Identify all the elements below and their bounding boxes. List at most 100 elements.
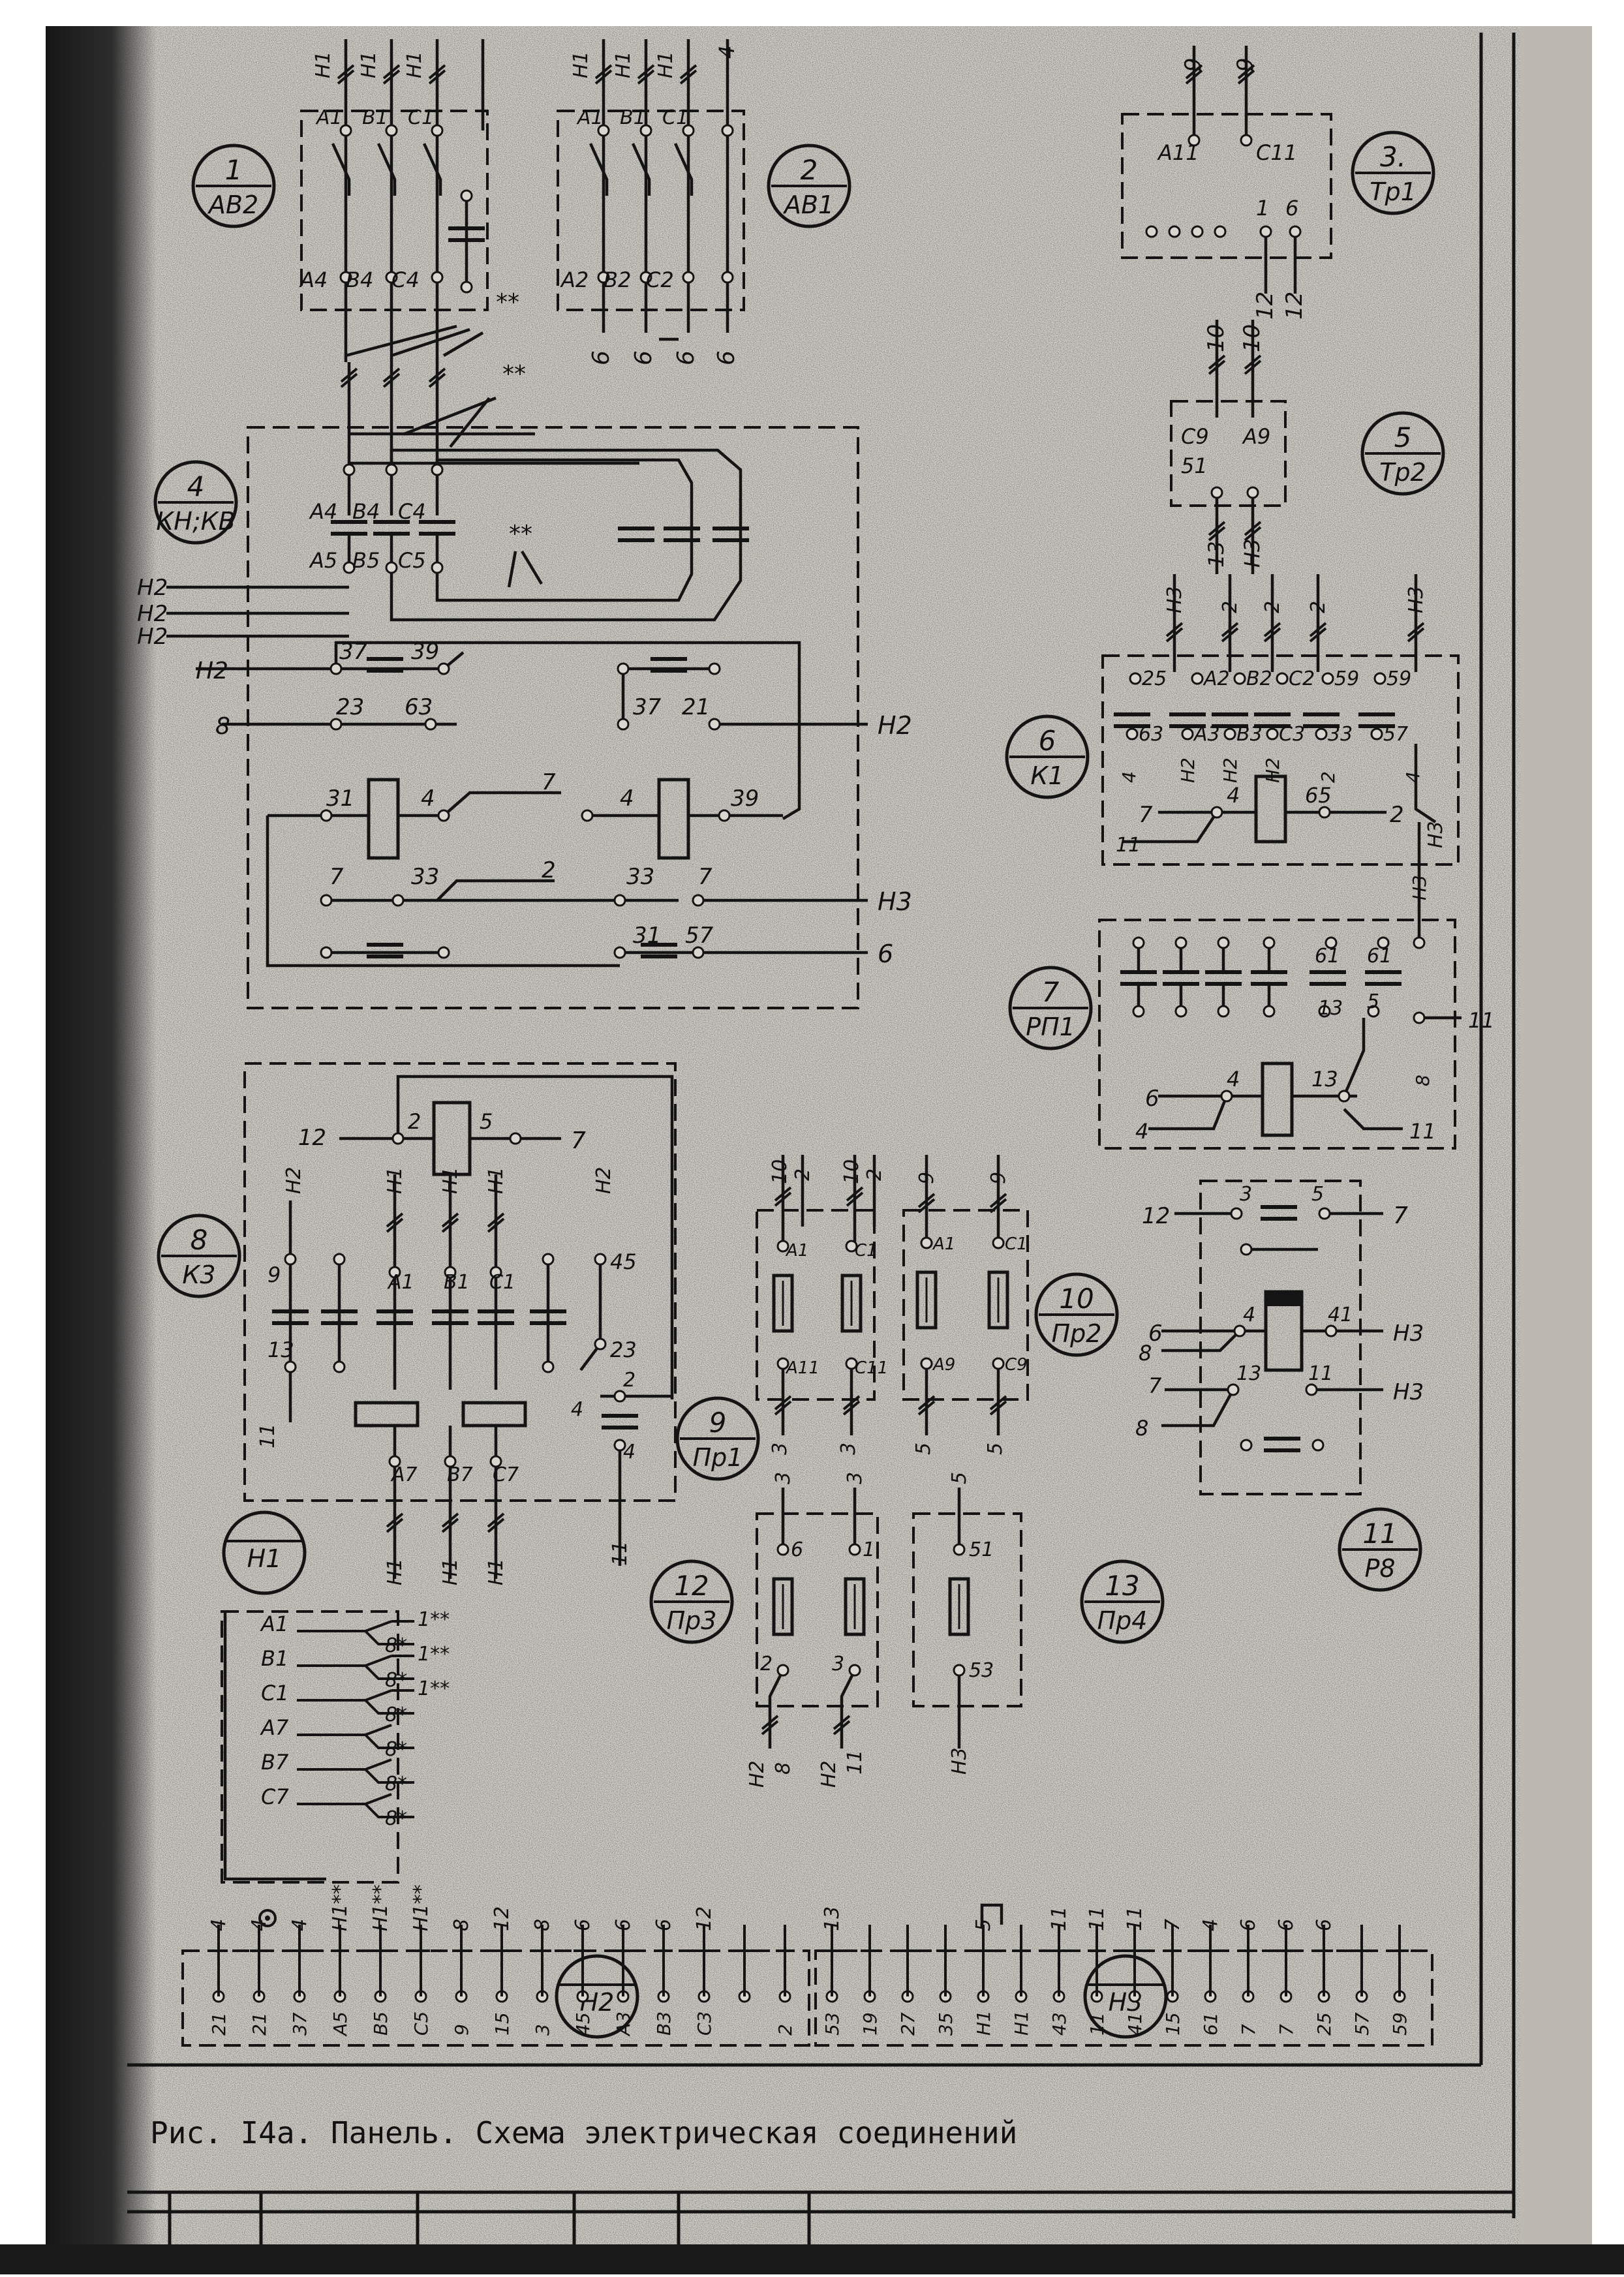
wire-mark bbox=[441, 1212, 459, 1228]
wire-label: 4 bbox=[714, 46, 739, 59]
terminal-pin bbox=[1318, 1207, 1331, 1220]
wire-label: 12 bbox=[1252, 292, 1278, 320]
wire-label: 59 bbox=[1387, 667, 1411, 690]
ab2-mark-2 bbox=[428, 69, 446, 85]
terminal-pin bbox=[1246, 486, 1259, 499]
terminal-label: 21 bbox=[249, 2012, 270, 2036]
terminal-pin bbox=[437, 662, 450, 675]
terminal-pin bbox=[343, 463, 356, 476]
terminal-top-label: 7 bbox=[1161, 1919, 1184, 1931]
badge-code: Пр4 bbox=[1097, 1606, 1148, 1635]
wire-mark bbox=[1263, 622, 1281, 637]
wire-label: 12 bbox=[298, 1125, 326, 1151]
kn-interlock-lead bbox=[436, 879, 555, 902]
h1-dest-a: 1** bbox=[418, 1608, 450, 1631]
wire-label: 5 bbox=[480, 1109, 493, 1134]
wire-label: С1 bbox=[855, 1241, 878, 1261]
kn-coil-lead bbox=[442, 791, 561, 817]
k3-overload-b bbox=[461, 1401, 527, 1428]
terminal-pin bbox=[1373, 672, 1387, 685]
badge-number: 2 bbox=[801, 154, 818, 186]
terminal-pin bbox=[444, 1266, 457, 1279]
terminal-pin bbox=[1318, 1005, 1331, 1018]
terminal-pin bbox=[1321, 672, 1334, 685]
terminal-label: 15 bbox=[491, 2012, 513, 2036]
ab1-pin bbox=[597, 271, 610, 284]
terminal-top-label: 4 bbox=[248, 1919, 271, 1931]
wire-label: В1 bbox=[362, 106, 388, 129]
outline-h3-terminals bbox=[814, 1949, 1433, 2047]
terminal-pin bbox=[1266, 727, 1279, 741]
terminal-pin bbox=[718, 809, 731, 822]
ab2-mark bbox=[337, 64, 355, 80]
wire-label: 61 bbox=[1315, 945, 1340, 968]
wire-label: 13 bbox=[1318, 997, 1343, 1020]
terminal-pin bbox=[1311, 1439, 1325, 1452]
wire-mark bbox=[1208, 521, 1226, 536]
terminal-top-label: 6 bbox=[1237, 1919, 1260, 1931]
terminal-pin bbox=[1263, 936, 1276, 949]
wire-label: Н3 bbox=[1393, 1379, 1424, 1405]
ab2-pin bbox=[339, 271, 352, 284]
badge-code: Тр2 bbox=[1379, 458, 1426, 487]
wire-label: 39 bbox=[731, 786, 759, 812]
wire-mark-2 bbox=[1221, 627, 1239, 643]
wire-mark bbox=[989, 1395, 1007, 1411]
wire-label: 53 bbox=[969, 1659, 994, 1682]
wire-mark-2 bbox=[1244, 359, 1262, 375]
outline-rp1 bbox=[1098, 919, 1456, 1150]
terminal-label: 3 bbox=[532, 2024, 553, 2036]
wire-label: 2 bbox=[1307, 601, 1330, 613]
star-leader bbox=[404, 396, 497, 436]
wire-mark bbox=[1309, 622, 1327, 637]
wire-label: 57 bbox=[685, 923, 714, 949]
terminal-pin bbox=[953, 1543, 966, 1556]
wire-label: 9 bbox=[1233, 57, 1259, 72]
badge-К3 bbox=[157, 1214, 241, 1298]
terminal-pin bbox=[1210, 806, 1223, 819]
wire-label: 7 bbox=[571, 1127, 586, 1154]
terminal-top-label: 8 bbox=[450, 1919, 473, 1931]
ab2-switch-blade bbox=[376, 143, 397, 196]
k1-h3 bbox=[1414, 744, 1437, 823]
wire-label: 59 bbox=[1334, 667, 1359, 690]
wire-label: Н3 bbox=[1163, 586, 1186, 613]
wire-label: 6 bbox=[1145, 1086, 1159, 1112]
terminal-pin bbox=[692, 946, 705, 959]
terminal-pin bbox=[460, 189, 473, 202]
terminal-pin bbox=[1240, 1243, 1253, 1256]
pr2-fuse bbox=[915, 1270, 938, 1330]
wire-label: 10 bbox=[769, 1159, 791, 1184]
outline-pr3 bbox=[756, 1512, 879, 1707]
h2-terminal: 214 bbox=[207, 1919, 230, 2036]
wire-label: 23 bbox=[336, 694, 364, 720]
outline-tr2 bbox=[1170, 400, 1287, 507]
terminal-pin bbox=[1233, 672, 1246, 685]
badge-number: 10 bbox=[1059, 1283, 1094, 1315]
wire-label: 2 bbox=[1261, 601, 1284, 613]
wire-mark bbox=[1165, 622, 1184, 637]
tr1-spare-pin bbox=[1145, 225, 1158, 238]
wire-label: 6 bbox=[1148, 1321, 1163, 1347]
wire-label: 41 bbox=[1328, 1304, 1353, 1326]
frame bbox=[127, 33, 1516, 2244]
terminal-pin bbox=[708, 718, 721, 731]
ab1-pin bbox=[639, 271, 652, 284]
wire-label: Н1 bbox=[654, 51, 677, 78]
terminal-pin bbox=[431, 463, 444, 476]
wire-mark-2 bbox=[1263, 627, 1281, 643]
terminal-pin bbox=[1413, 936, 1426, 949]
wire-mark bbox=[487, 1212, 505, 1228]
ab1-switch-blade bbox=[673, 143, 694, 196]
wire-mark bbox=[1244, 354, 1262, 370]
badge-code: РП1 bbox=[1026, 1013, 1075, 1041]
terminal-label: 53 bbox=[821, 2012, 843, 2036]
h1-row: В78* bbox=[261, 1750, 414, 1796]
wire-mark-2 bbox=[833, 1720, 851, 1735]
wire-mark bbox=[1237, 64, 1255, 80]
terminal-pin bbox=[721, 124, 734, 137]
ground-icon-dot bbox=[265, 1916, 270, 1921]
terminal-pin bbox=[1259, 225, 1272, 238]
